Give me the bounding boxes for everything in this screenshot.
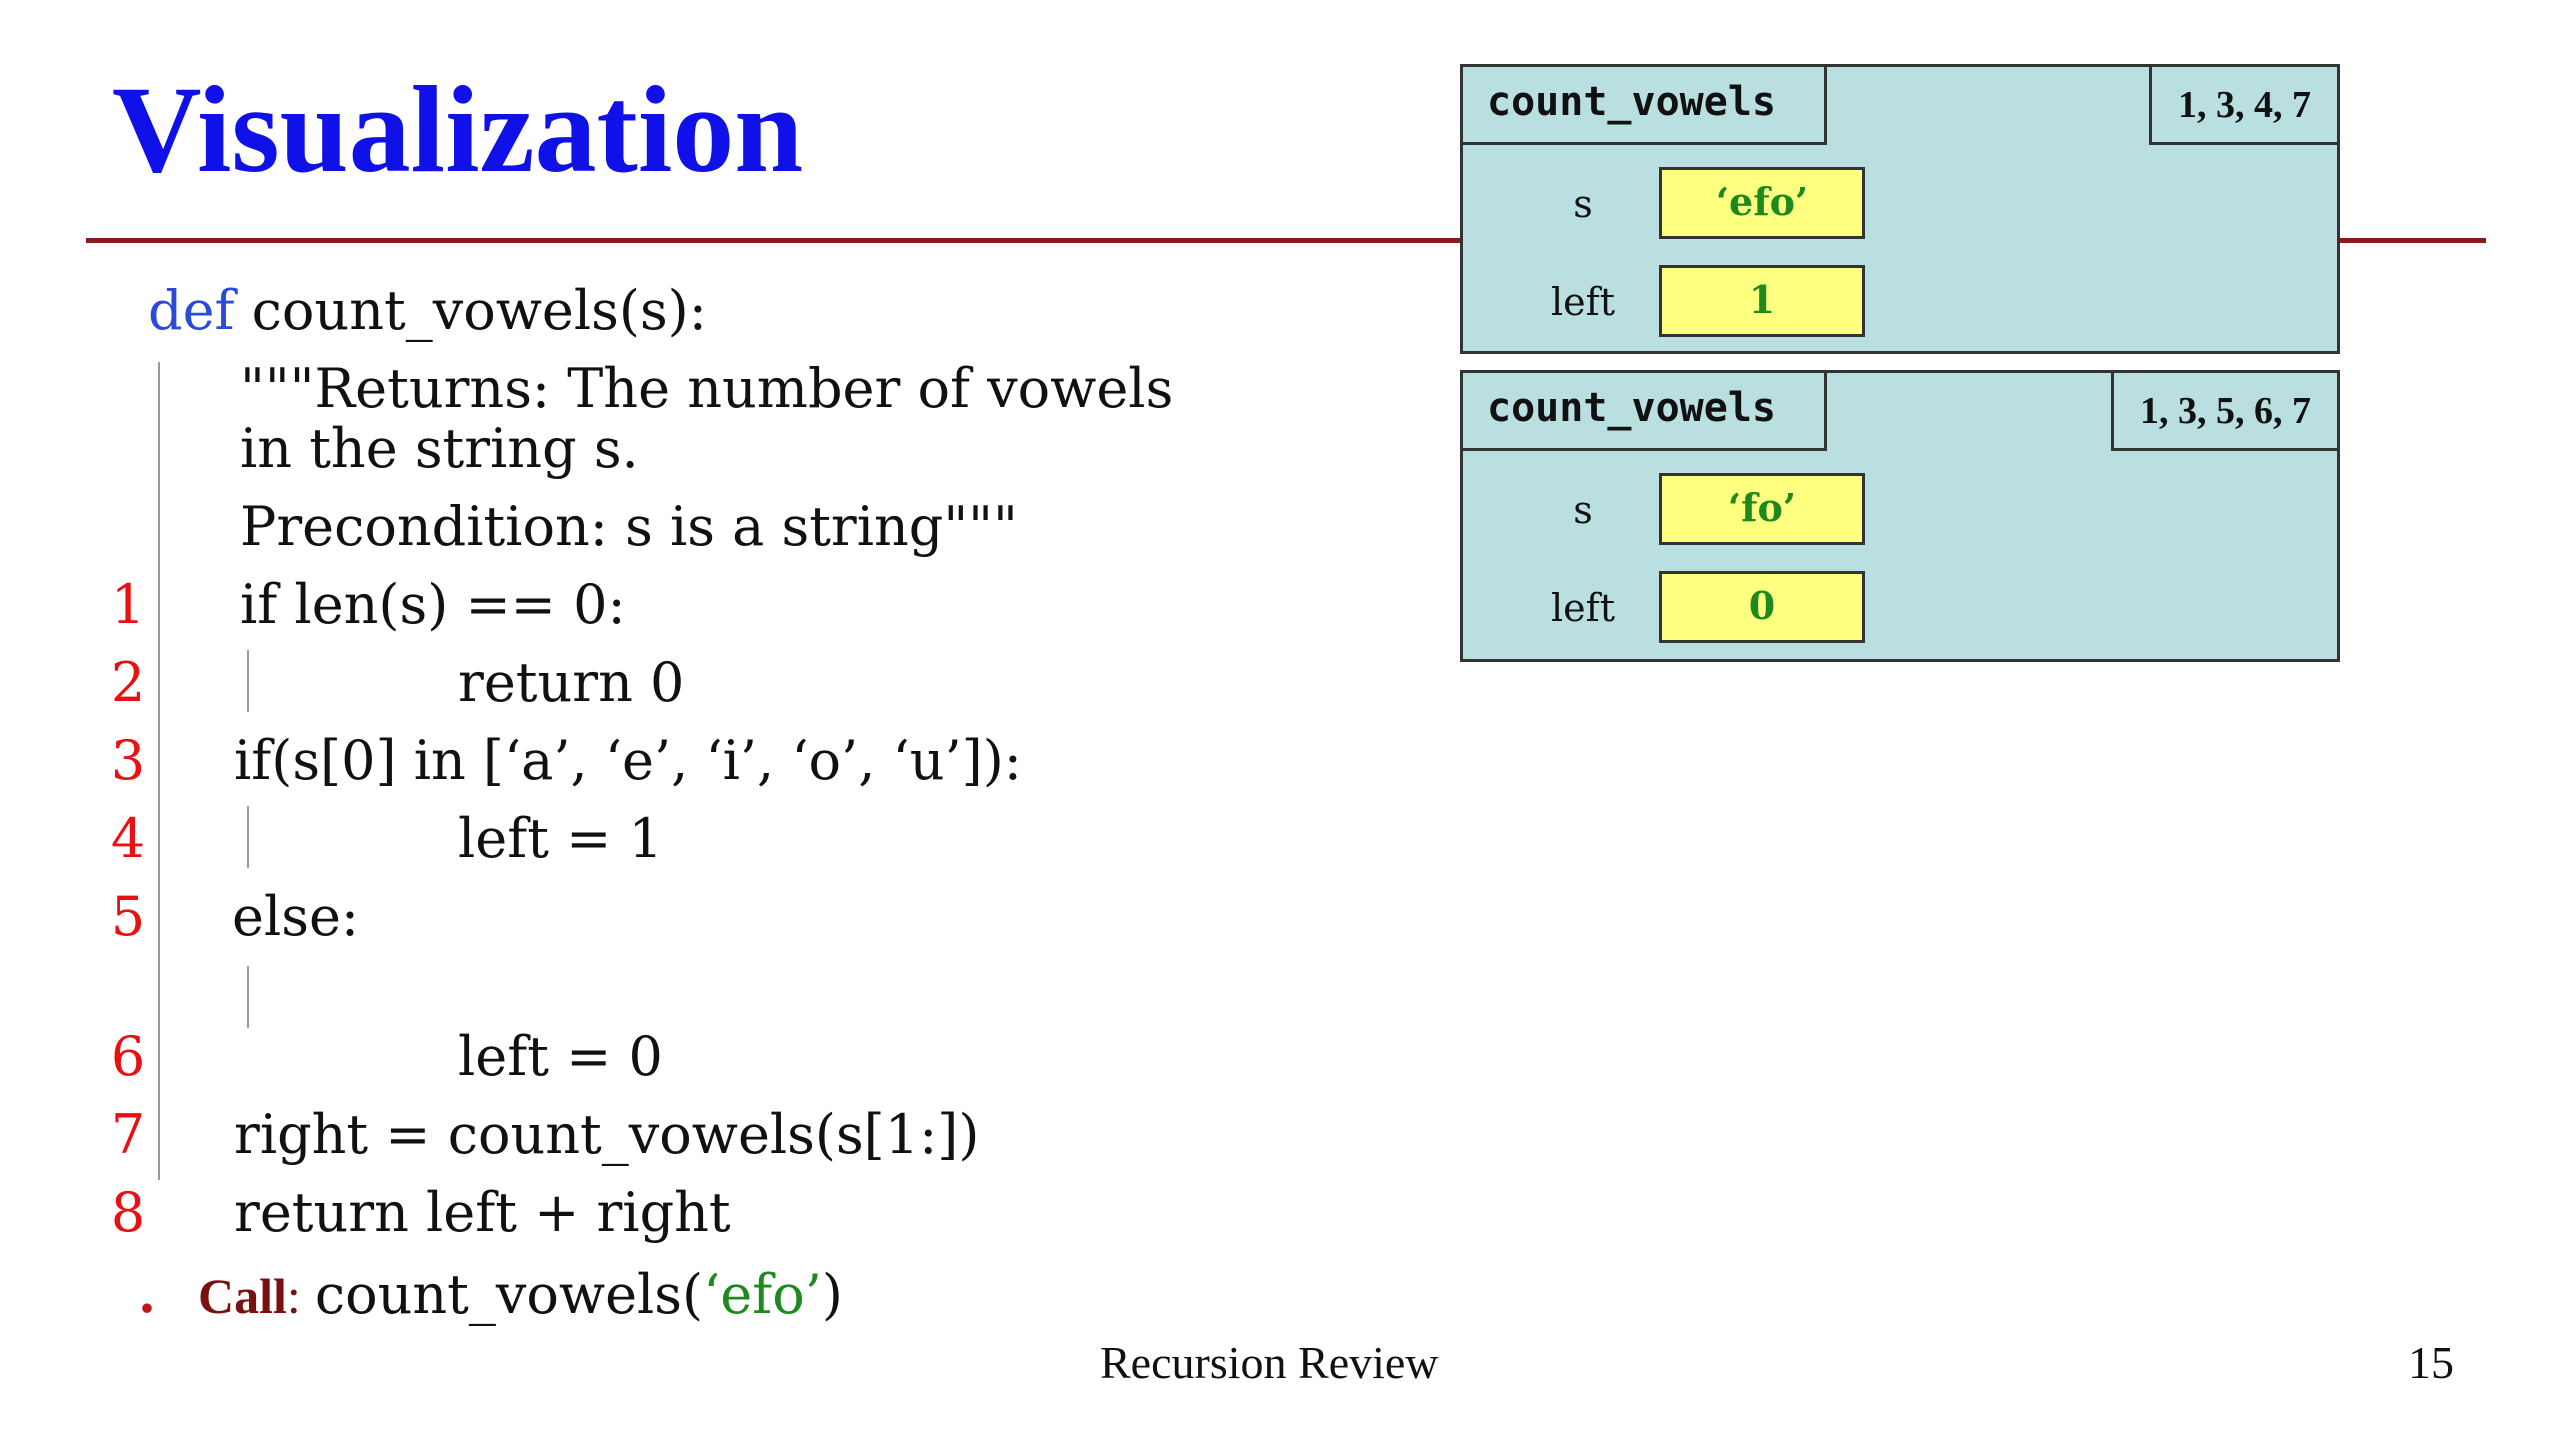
indent-guide [247,966,249,1028]
indent-guide [247,650,249,712]
call-frame: count_vowels 1, 3, 5, 6, 7 s ‘fo’ left 0 [1460,370,2340,662]
call-close-paren: ) [821,1263,843,1326]
frame-variable-value: 1 [1659,265,1865,337]
code-line: return left + right [234,1181,731,1244]
code-line: left = 1 [458,807,663,870]
indent-guide [247,806,249,868]
frame-variable-name: s [1573,488,1593,532]
line-number: 3 [110,729,146,792]
frame-variable-name: left [1551,280,1615,324]
bullet-icon: • [140,1285,155,1331]
frame-variable-value: ‘efo’ [1659,167,1865,239]
body-indent-guide [158,362,160,1180]
line-number: 1 [110,573,146,636]
slide-title: Visualization [112,61,804,198]
docstring-line-3: Precondition: s is a string""" [240,495,1018,558]
frame-variable-value: 0 [1659,571,1865,643]
code-line: if(s[0] in [‘a’, ‘e’, ‘i’, ‘o’, ‘u’]): [234,729,1022,792]
frame-variable-value: ‘fo’ [1659,473,1865,545]
call-function: count_vowels( [314,1263,704,1326]
page-number: 15 [2408,1337,2454,1388]
title-rule [86,238,2486,243]
line-number: 6 [110,1025,146,1088]
line-number: 2 [110,651,146,714]
line-number: 4 [110,807,146,870]
code-line: if len(s) == 0: [240,573,626,636]
call-expression: count_vowels(‘efo’) [315,1263,843,1326]
code-line: left = 0 [458,1025,663,1088]
frame-executed-lines: 1, 3, 5, 6, 7 [2111,373,2337,451]
line-number: 8 [110,1181,146,1244]
call-label: Call [198,1268,287,1324]
docstring-line-1: """Returns: The number of vowels [240,357,1174,420]
code-line: else: [232,885,360,948]
code-line: right = count_vowels(s[1:]) [234,1103,980,1166]
line-number: 7 [110,1103,146,1166]
line-number: 5 [110,885,146,948]
frame-function-name: count_vowels [1463,373,1827,451]
code-line: return 0 [458,651,685,714]
frame-executed-lines: 1, 3, 4, 7 [2149,67,2337,145]
footer-title: Recursion Review [1100,1337,1439,1388]
call-bullet-item: •Call:count_vowels(‘efo’) [140,1268,843,1329]
call-argument: ‘efo’ [703,1263,822,1326]
function-definition: def count_vowels(s): [148,284,707,338]
frame-function-name: count_vowels [1463,67,1827,145]
call-frame: count_vowels 1, 3, 4, 7 s ‘efo’ left 1 [1460,64,2340,354]
frame-variable-name: s [1573,182,1593,226]
function-signature: count_vowels(s): [234,279,707,342]
frame-variable-name: left [1551,586,1615,630]
def-keyword: def [148,279,235,342]
docstring-line-2: in the string s. [240,417,639,480]
call-colon: : [286,1268,301,1324]
